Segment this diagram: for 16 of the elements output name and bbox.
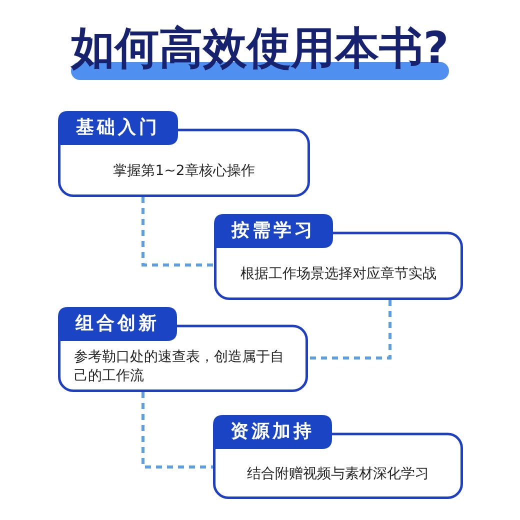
dashed-connector (142, 392, 213, 468)
title: 如何高效使用本书? (71, 27, 449, 71)
step-description: 参考勒口处的速查表，创造属于自己的工作流 (74, 348, 285, 385)
step-card (213, 415, 463, 499)
step-card (214, 214, 463, 300)
dashed-connector (308, 300, 392, 360)
step-card (58, 307, 308, 392)
step-card (58, 111, 310, 197)
dashed-connector (142, 197, 214, 266)
step-title: 基础入门 (76, 118, 160, 138)
step-title: 组合创新 (76, 314, 160, 334)
step-title: 资源加持 (230, 422, 314, 442)
step-description: 结合附赠视频与素材深化学习 (247, 464, 429, 484)
step-title: 按需学习 (232, 221, 316, 241)
step-description: 掌握第1~2章核心操作 (113, 162, 255, 180)
step-description: 根据工作场景选择对应章节实战 (240, 264, 436, 284)
